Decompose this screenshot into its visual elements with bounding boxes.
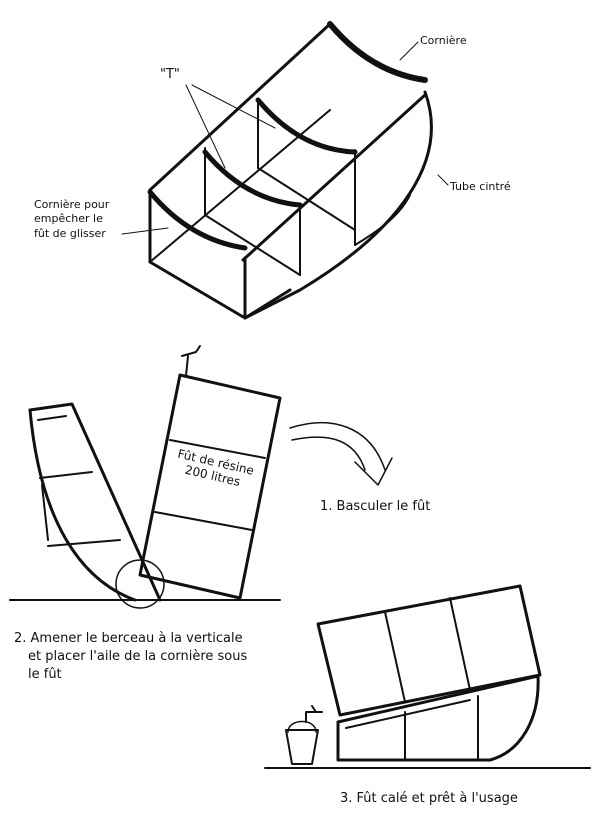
floor-bar-2 xyxy=(257,167,356,231)
step-2-line-2: et placer l'aile de la cornière sous xyxy=(28,649,248,664)
cradle-inner-rail xyxy=(345,699,471,729)
leader-corniere xyxy=(399,41,419,61)
cradle-rung-2 xyxy=(39,471,93,479)
bucket xyxy=(285,729,319,765)
cradle-upright-outer xyxy=(28,402,162,602)
cradle-bottom xyxy=(336,720,492,762)
label-corniere-glisser-3: fût de glisser xyxy=(34,227,106,240)
label-corniere-glisser-1: Cornière pour xyxy=(34,198,110,211)
tip-arrow-outer xyxy=(289,422,386,471)
lying-drum xyxy=(316,584,542,717)
step-2-line-1: 2. Amener le berceau à la verticale xyxy=(14,631,243,646)
t-profile-middle-1 xyxy=(202,149,303,208)
cradle-rung-3 xyxy=(47,539,121,547)
detail-circle xyxy=(115,559,165,609)
tip-arrow-inner xyxy=(291,436,366,471)
leader-tube xyxy=(437,174,449,186)
label-t: "T" xyxy=(160,67,180,82)
cradle-top-rail xyxy=(336,674,540,724)
tip-arrow-head xyxy=(354,457,393,486)
tipping-drum-illustration: Fût de résine 200 litres 1. Basculer le … xyxy=(9,345,430,682)
label-corniere: Cornière xyxy=(420,34,467,47)
leader-t-2 xyxy=(191,84,276,129)
tube-cintre xyxy=(243,90,433,320)
leader-t-1 xyxy=(185,84,226,169)
right-top-rail xyxy=(241,93,427,262)
corniere-back xyxy=(327,21,428,83)
lying-drum-rib-2 xyxy=(449,597,471,691)
step-3-label: 3. Fût calé et prêt à l'usage xyxy=(340,791,518,806)
lying-drum-tap xyxy=(305,705,323,723)
drum-rib-2 xyxy=(154,511,253,531)
drum-in-cradle-illustration: 3. Fût calé et prêt à l'usage xyxy=(264,584,591,806)
step-2-line-3: le fût xyxy=(28,667,62,682)
cradle-rung-1 xyxy=(37,415,67,421)
cradle-inner-side xyxy=(41,484,49,541)
leader-corniere-glisser xyxy=(121,227,169,235)
drum-tap xyxy=(181,345,201,377)
resin-drum xyxy=(138,373,282,600)
label-corniere-glisser-2: empêcher le xyxy=(34,212,103,225)
cradle-frame-illustration: Cornière "T" Tube cintré Cornière pour e… xyxy=(34,21,511,320)
t-profile-middle-2 xyxy=(255,97,358,155)
drum-rib-1 xyxy=(169,439,266,459)
front-bottom-rail xyxy=(148,260,247,320)
floor-bar-1 xyxy=(204,214,301,276)
bucket-handle xyxy=(287,720,317,733)
step-1-label: 1. Basculer le fût xyxy=(320,499,430,514)
cradle-upright-curve xyxy=(28,408,137,602)
left-top-rail xyxy=(148,22,332,192)
label-tube-cintre: Tube cintré xyxy=(449,180,511,193)
t-profile-front xyxy=(147,189,248,251)
cradle-curve xyxy=(488,674,540,762)
lying-drum-rib-1 xyxy=(384,611,406,703)
tube-inner xyxy=(354,194,411,246)
